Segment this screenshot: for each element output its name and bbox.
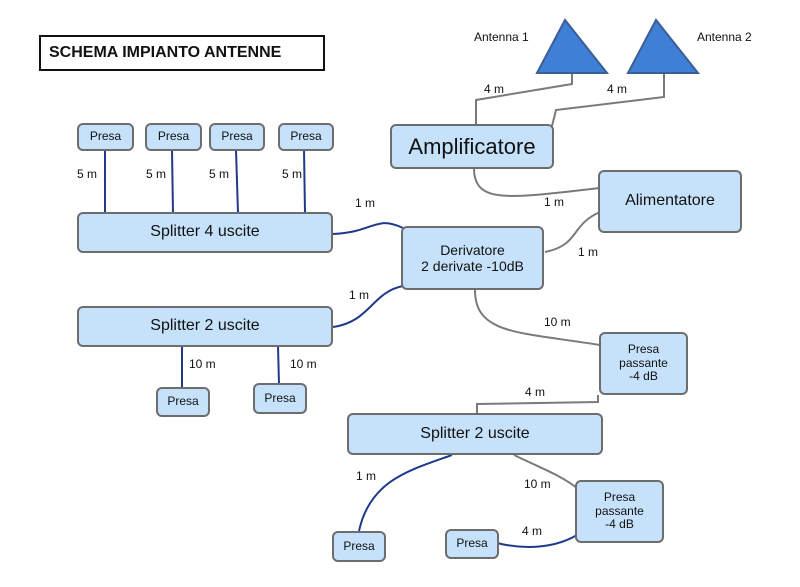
cable-presa-passante-1-splitter-bottom (476, 395, 599, 413)
antenna-2-label: Antenna 2 (697, 30, 752, 44)
cable-presa-passante-2-presa (496, 534, 578, 548)
length-label: 1 m (349, 288, 370, 302)
antenna-2-icon (626, 18, 701, 74)
cable-splitter2-presa-b (277, 345, 280, 385)
splitter-4-node: Splitter 4 uscite (77, 212, 333, 253)
length-label: 4 m (607, 82, 628, 96)
splitter-2-bottom-node: Splitter 2 uscite (347, 413, 603, 455)
cable-splitter-bottom-presa (358, 454, 453, 532)
splitter-2-left-node: Splitter 2 uscite (77, 306, 333, 347)
length-label: 5 m (77, 167, 98, 181)
length-label: 10 m (544, 315, 571, 329)
cable-presa-3 (235, 149, 239, 214)
cable-presa-2 (171, 149, 174, 214)
presa-node: Presa (253, 383, 307, 414)
diagram-title: SCHEMA IMPIANTO ANTENNE (39, 35, 325, 71)
presa-node: Presa (145, 123, 202, 151)
length-label: 1 m (544, 195, 565, 209)
cable-antenna2-amplificatore (551, 72, 665, 127)
length-label: 4 m (522, 524, 543, 538)
length-label: 1 m (355, 196, 376, 210)
presa-passante-1-node: Presa passante -4 dB (599, 332, 688, 395)
presa-node: Presa (278, 123, 334, 151)
cable-presa-4 (303, 149, 306, 214)
length-label: 5 m (282, 167, 303, 181)
antenna-1-label: Antenna 1 (474, 30, 529, 44)
length-label: 5 m (209, 167, 230, 181)
derivatore-node: Derivatore 2 derivate -10dB (401, 226, 544, 290)
amplificatore-node: Amplificatore (390, 124, 554, 169)
cable-derivatore-splitter2 (332, 285, 404, 328)
presa-node: Presa (209, 123, 265, 151)
presa-node: Presa (77, 123, 134, 151)
length-label: 4 m (525, 385, 546, 399)
alimentatore-node: Alimentatore (598, 170, 742, 233)
length-label: 1 m (578, 245, 599, 259)
length-label: 10 m (290, 357, 317, 371)
length-label: 10 m (189, 357, 216, 371)
length-label: 1 m (356, 469, 377, 483)
antenna-1-icon (535, 18, 610, 74)
cable-splitter-bottom-presa-passante-2 (513, 454, 578, 489)
presa-node: Presa (156, 387, 210, 417)
cable-amplificatore-alimentatore (473, 167, 601, 197)
length-label: 4 m (484, 82, 505, 96)
cable-derivatore-splitter4 (332, 222, 404, 235)
cable-derivatore-presa-passante-1 (474, 289, 601, 346)
cable-antenna1-amplificatore (475, 72, 573, 126)
length-label: 10 m (524, 477, 551, 491)
cable-alimentatore-derivatore (544, 211, 601, 253)
presa-node: Presa (445, 529, 499, 559)
presa-passante-2-node: Presa passante -4 dB (575, 480, 664, 543)
presa-node: Presa (332, 531, 386, 562)
length-label: 5 m (146, 167, 167, 181)
